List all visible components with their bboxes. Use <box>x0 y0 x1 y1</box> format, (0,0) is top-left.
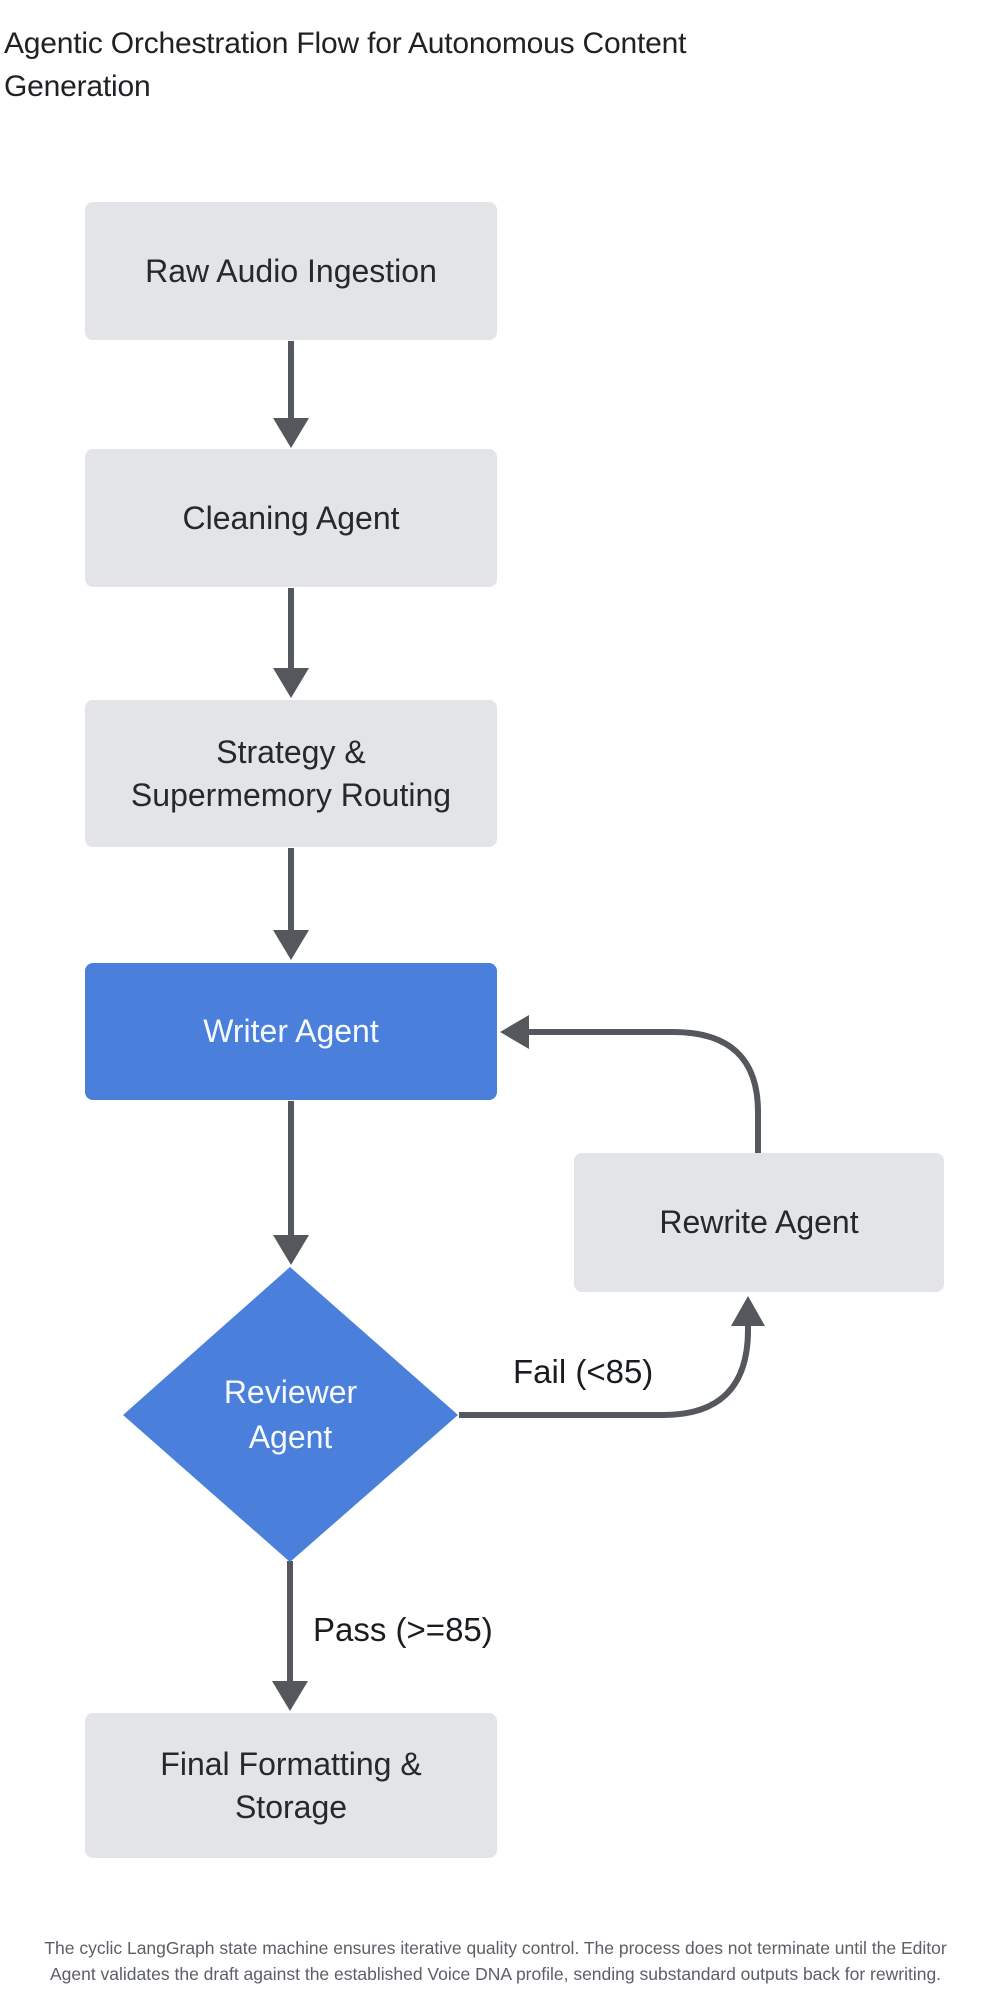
node-raw-audio-ingestion-label: Raw Audio Ingestion <box>145 252 437 289</box>
arrowhead-strategy-to-writer <box>273 930 309 960</box>
edge-rewrite-to-writer-loop <box>529 1029 761 1153</box>
node-reviewer-agent: Reviewer Agent <box>123 1267 458 1562</box>
node-rewrite-agent-label: Rewrite Agent <box>659 1204 859 1241</box>
node-cleaning-agent-label: Cleaning Agent <box>182 499 400 536</box>
edge-label-pass: Pass (>=85) <box>313 1611 493 1648</box>
arrowhead-cleaning-to-strategy <box>273 668 309 698</box>
node-rewrite-agent: Rewrite Agent <box>574 1153 944 1292</box>
arrowhead-reviewer-to-rewrite <box>731 1296 765 1326</box>
edge-label-fail: Fail (<85) <box>513 1353 654 1390</box>
node-writer-agent: Writer Agent <box>85 963 497 1100</box>
diagram-caption: The cyclic LangGraph state machine ensur… <box>44 1938 947 1984</box>
node-final-formatting-storage: Final Formatting & Storage <box>85 1713 497 1858</box>
node-raw-audio-ingestion: Raw Audio Ingestion <box>85 202 497 340</box>
arrowhead-raw-to-cleaning <box>273 418 309 448</box>
node-writer-agent-label: Writer Agent <box>203 1013 379 1050</box>
reviewer-agent-diamond-shape <box>123 1267 458 1562</box>
arrowhead-reviewer-to-final <box>272 1681 308 1711</box>
arrowhead-writer-to-reviewer <box>273 1235 309 1265</box>
page-title: Agentic Orchestration Flow for Autonomou… <box>4 27 687 103</box>
node-strategy-supermemory-routing-label: Strategy & Supermemory Routing <box>130 734 452 813</box>
node-cleaning-agent: Cleaning Agent <box>85 449 497 587</box>
node-reviewer-agent-label: Reviewer Agent <box>223 1374 358 1455</box>
edge-reviewer-to-rewrite-fail <box>459 1326 751 1418</box>
node-strategy-supermemory-routing: Strategy & Supermemory Routing <box>85 700 497 847</box>
arrowhead-rewrite-to-writer <box>500 1015 529 1049</box>
node-final-formatting-storage-label: Final Formatting & Storage <box>160 1746 422 1825</box>
